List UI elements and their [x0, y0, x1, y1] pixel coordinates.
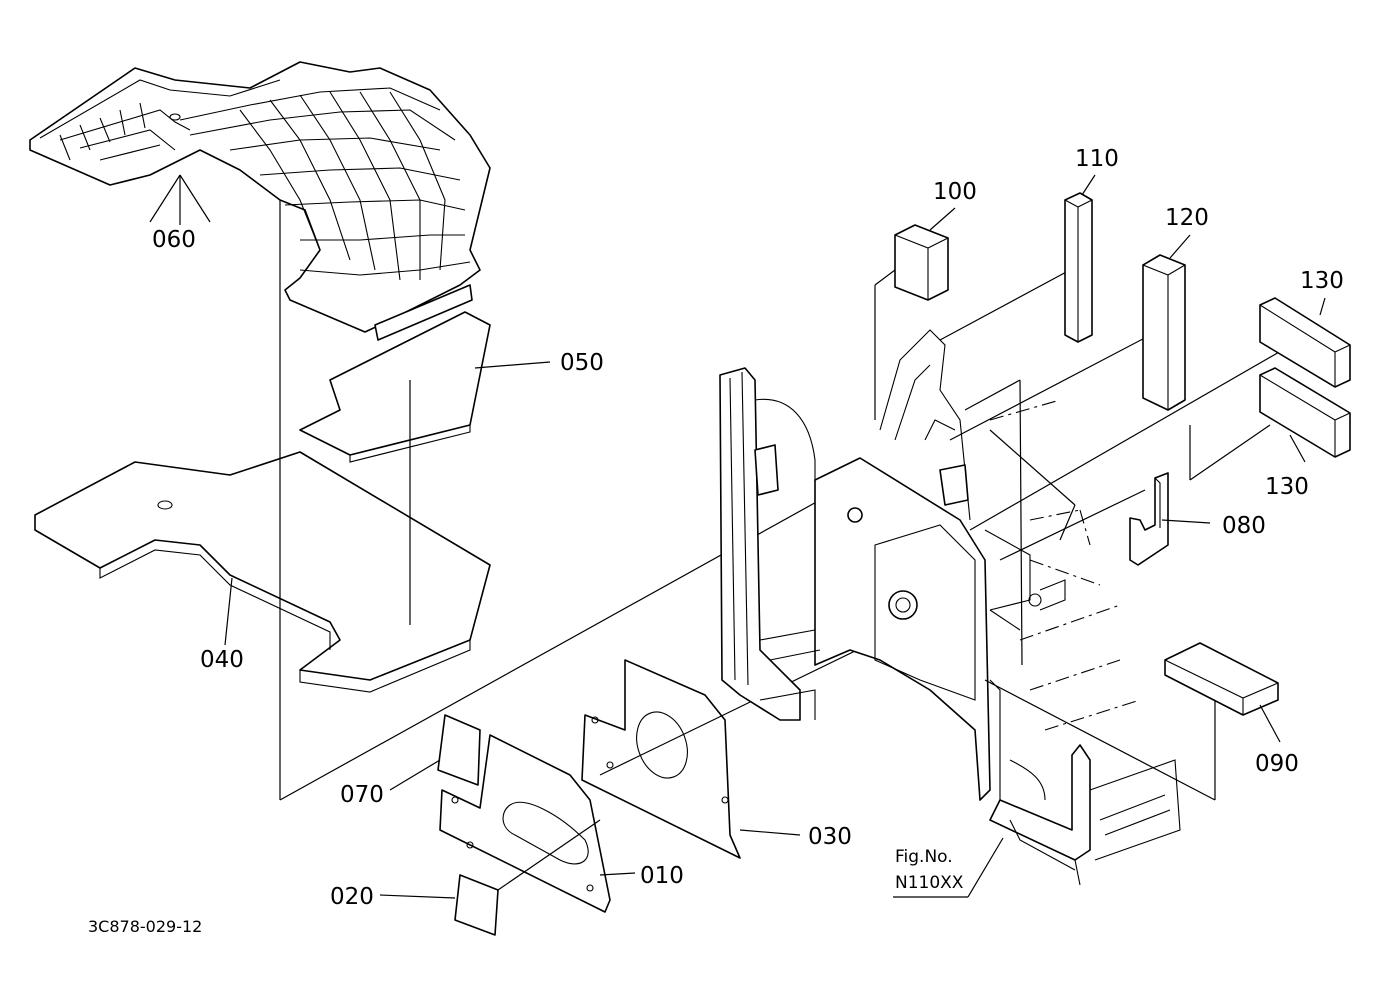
- part-130-upper-block[interactable]: [1259, 297, 1351, 388]
- part-020-block[interactable]: [379, 819, 601, 936]
- part-130-lower-block[interactable]: [1259, 367, 1351, 463]
- label-120: 120: [1165, 205, 1209, 231]
- label-020: 020: [330, 884, 374, 910]
- figure-ref-line1: Fig.No.: [895, 847, 953, 867]
- label-030: 030: [808, 824, 852, 850]
- label-090: 090: [1255, 751, 1299, 777]
- part-080-bracket[interactable]: [1129, 472, 1211, 566]
- part-040-floor-mat[interactable]: [34, 451, 491, 693]
- part-070-pad[interactable]: [389, 714, 481, 791]
- label-130-lower: 130: [1265, 474, 1309, 500]
- label-110: 110: [1075, 146, 1119, 172]
- label-070: 070: [340, 782, 384, 808]
- drawing-id: 3C878-029-12: [88, 917, 202, 936]
- cab-frame[interactable]: [719, 329, 1181, 886]
- label-100: 100: [933, 179, 977, 205]
- part-100-block[interactable]: [894, 207, 956, 301]
- label-050: 050: [560, 350, 604, 376]
- part-120-tall-block[interactable]: [1142, 234, 1191, 411]
- part-010-side-panel[interactable]: [439, 734, 636, 913]
- figure-reference-leader: [893, 837, 1004, 898]
- label-060: 060: [152, 227, 196, 253]
- label-040: 040: [200, 647, 244, 673]
- label-080: 080: [1222, 513, 1266, 539]
- assembly-lines-cab: [874, 269, 1301, 801]
- label-010: 010: [640, 863, 684, 889]
- part-090-flat-block[interactable]: [1164, 642, 1281, 743]
- part-060-roof[interactable]: [29, 61, 491, 341]
- figure-ref-line2: N110XX: [895, 873, 964, 893]
- part-110-tall-block[interactable]: [1064, 174, 1096, 343]
- label-130-upper: 130: [1300, 268, 1344, 294]
- part-050-mat[interactable]: [299, 311, 551, 463]
